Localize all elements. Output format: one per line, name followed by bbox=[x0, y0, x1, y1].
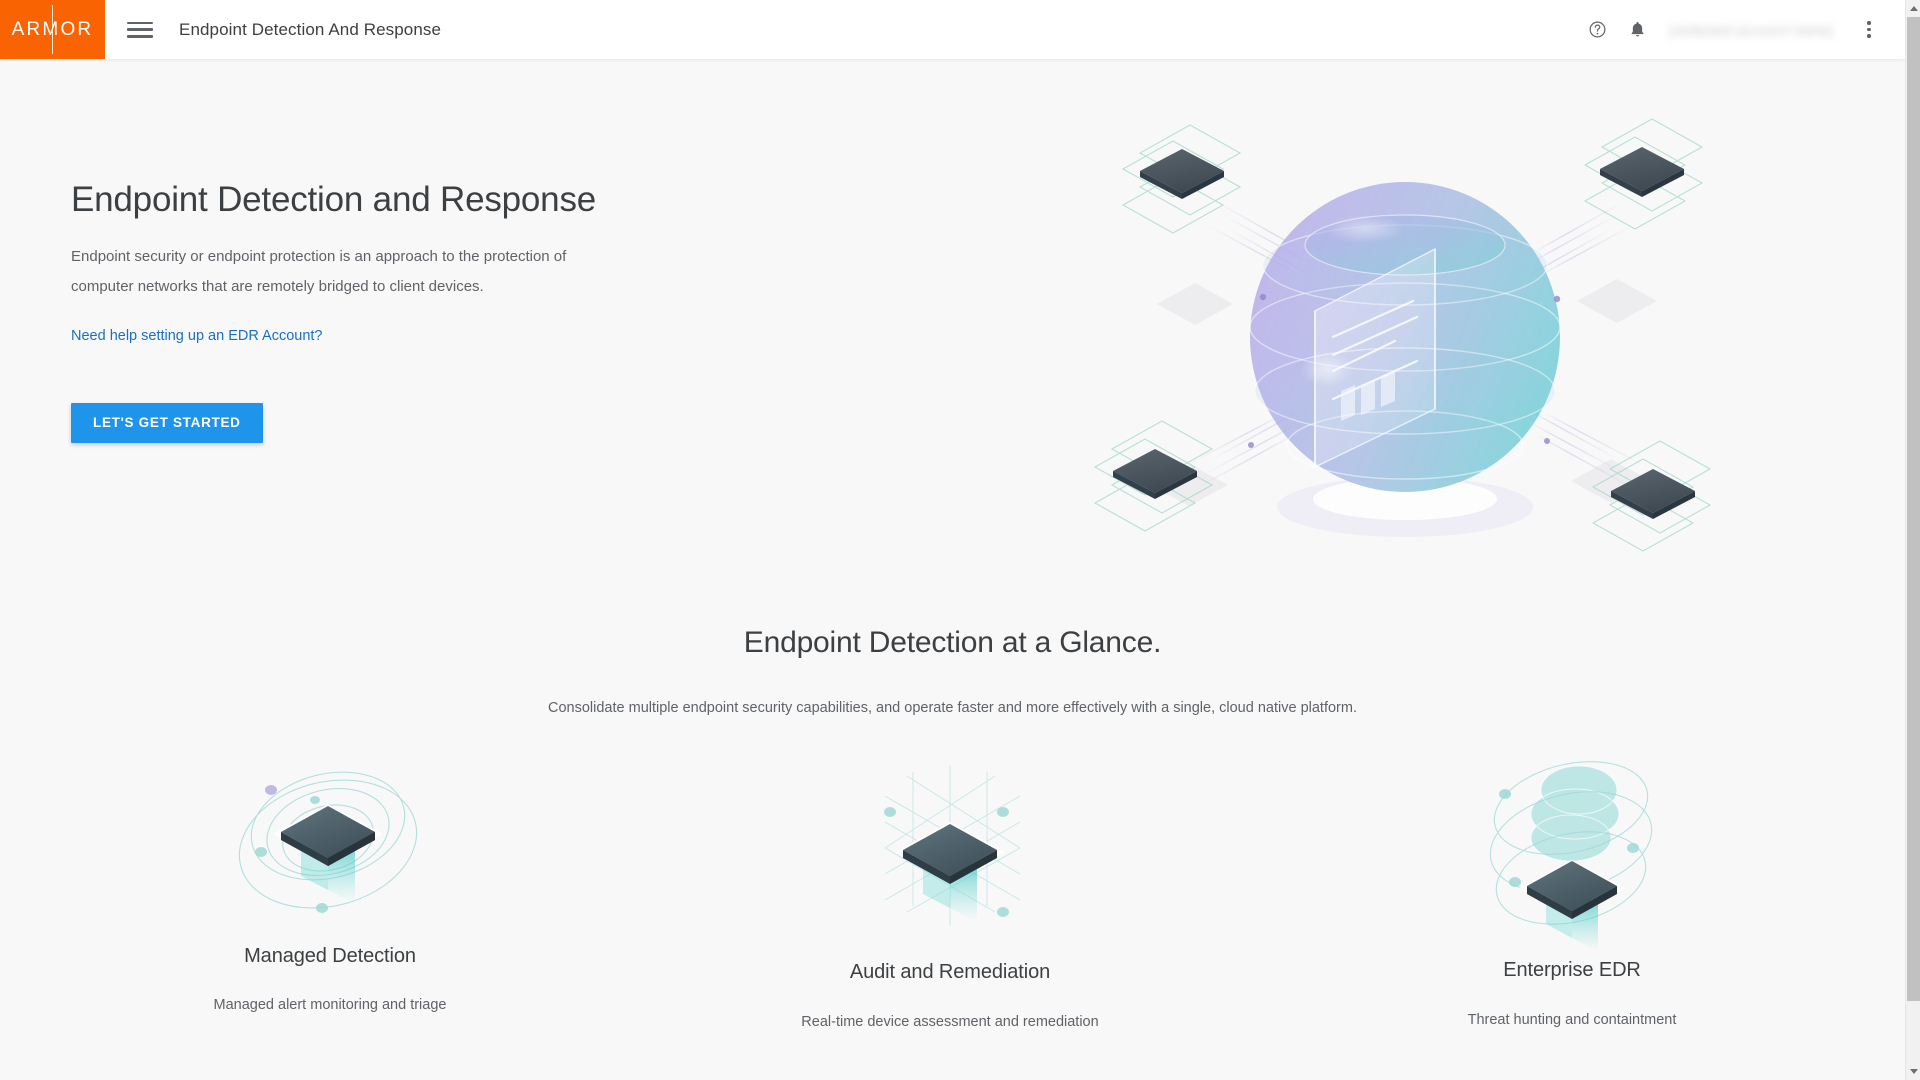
card-subtitle: Managed alert monitoring and triage bbox=[213, 997, 447, 1013]
glance-subtitle: Consolidate multiple endpoint security c… bbox=[548, 700, 1357, 716]
feature-cards: Managed Detection Managed alert monitori… bbox=[0, 740, 1905, 1080]
card-subtitle: Real-time device assessment and remediat… bbox=[801, 1014, 1099, 1030]
caret-up-icon bbox=[1909, 6, 1918, 11]
hero-copy: Endpoint Detection and Response Endpoint… bbox=[71, 179, 691, 443]
hamburger-icon[interactable] bbox=[127, 20, 153, 40]
scrollbar-thumb[interactable] bbox=[1907, 17, 1920, 1001]
hero-description: Endpoint security or endpoint protection… bbox=[71, 247, 567, 295]
lets-get-started-button[interactable]: LET'S GET STARTED bbox=[71, 402, 263, 443]
feature-card-managed-detection: Managed Detection Managed alert monitori… bbox=[120, 740, 540, 1013]
header-actions: [redacted account name] bbox=[1578, 10, 1905, 50]
armor-logo[interactable]: ARMOR bbox=[0, 0, 105, 59]
card-subtitle: Threat hunting and containtment bbox=[1467, 1012, 1677, 1028]
overflow-menu-button[interactable] bbox=[1849, 10, 1889, 50]
edr-help-link[interactable]: Need help setting up an EDR Account? bbox=[71, 327, 323, 344]
chip-lattice-illustration bbox=[740, 756, 1160, 961]
card-title: Enterprise EDR bbox=[1503, 959, 1641, 981]
help-button[interactable] bbox=[1578, 10, 1618, 50]
chip-cloud-waves-illustration bbox=[1362, 756, 1782, 961]
main-content: Endpoint Detection and Response Endpoint… bbox=[0, 59, 1905, 1080]
notifications-button[interactable] bbox=[1618, 10, 1658, 50]
edr-sphere-illustration bbox=[1065, 69, 1745, 609]
help-circle-icon bbox=[1589, 21, 1606, 38]
hero-title: Endpoint Detection and Response bbox=[71, 180, 597, 219]
logo-text: ARMOR bbox=[12, 19, 94, 41]
app-header: ARMOR Endpoint Detection And Response bbox=[0, 0, 1905, 59]
page-title: Endpoint Detection And Response bbox=[179, 19, 442, 39]
scroll-down-button[interactable] bbox=[1906, 1063, 1920, 1080]
account-label[interactable]: [redacted account name] bbox=[1669, 21, 1833, 38]
feature-card-enterprise-edr: Enterprise EDR Threat hunting and contai… bbox=[1362, 756, 1782, 1028]
chip-waves-illustration bbox=[120, 740, 540, 945]
more-vertical-icon bbox=[1867, 20, 1871, 39]
glance-section: Endpoint Detection at a Glance. Consolid… bbox=[0, 626, 1905, 716]
card-title: Audit and Remediation bbox=[849, 961, 1051, 983]
vertical-scrollbar[interactable] bbox=[1905, 0, 1920, 1080]
caret-down-icon bbox=[1909, 1069, 1918, 1074]
card-title: Managed Detection bbox=[244, 945, 416, 967]
logo-divider bbox=[52, 5, 53, 54]
hero-section: Endpoint Detection and Response Endpoint… bbox=[0, 59, 1905, 614]
feature-card-audit-remediation: Audit and Remediation Real-time device a… bbox=[740, 756, 1160, 1030]
glance-title: Endpoint Detection at a Glance. bbox=[743, 626, 1162, 659]
bell-icon bbox=[1631, 22, 1644, 37]
scroll-up-button[interactable] bbox=[1906, 0, 1920, 17]
